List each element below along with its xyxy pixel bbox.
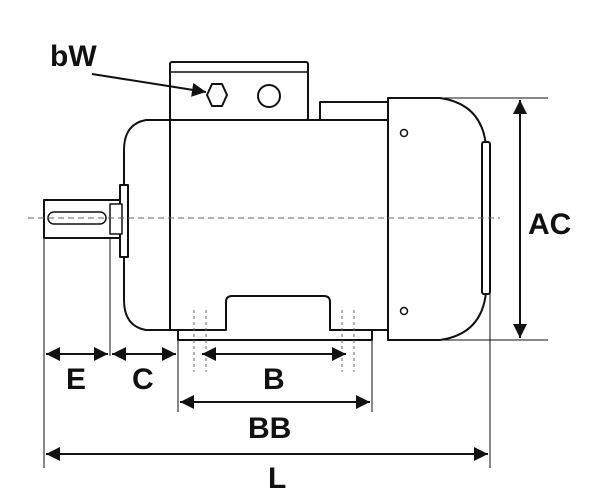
- label-bw: bW: [50, 40, 97, 73]
- front-end-shield: [123, 119, 171, 331]
- dimension-arrows: [46, 73, 527, 461]
- fan-cover-screw-bottom: [399, 306, 409, 316]
- terminal-base: [319, 101, 389, 121]
- label-e: E: [66, 363, 86, 396]
- shaft-keyway: [47, 211, 107, 225]
- foot-mounting-holes: [193, 310, 355, 372]
- dimension-lines: [43, 97, 548, 468]
- terminal-box: [169, 61, 309, 121]
- label-l: L: [268, 462, 286, 495]
- label-ac: AC: [528, 208, 571, 241]
- motor-drawing: [43, 61, 491, 372]
- terminal-bolt-hex: [206, 83, 228, 107]
- label-c: C: [132, 363, 154, 396]
- motor-foot: [177, 295, 373, 341]
- fan-cover-screw-top: [399, 128, 409, 138]
- label-bb: BB: [248, 412, 291, 445]
- bw-leader-arrow: [91, 73, 207, 97]
- terminal-hole: [257, 84, 281, 108]
- label-b: B: [263, 363, 285, 396]
- shaft-step: [109, 203, 123, 235]
